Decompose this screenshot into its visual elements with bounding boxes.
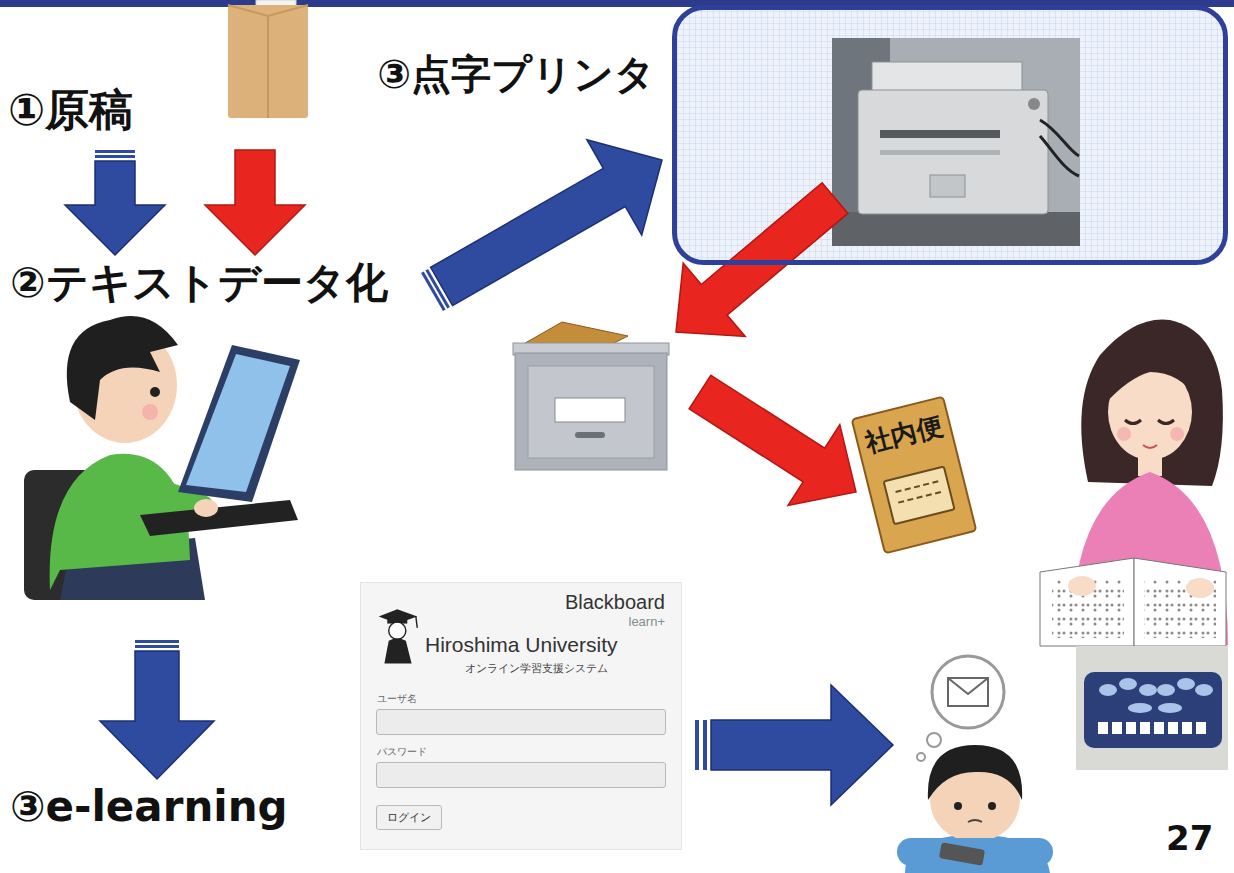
field-label: パスワード [377,746,427,758]
address-label [882,465,955,525]
text-data-step: ②テキストデータ化 [10,258,420,635]
system-name: オンライン学習支援システム [465,663,608,676]
flow-arrow [205,150,305,255]
step-label: ③点字プリンタ [377,50,655,98]
red-arrow-printer-to-cabinet [676,183,848,337]
user-with-phone [897,656,1053,873]
flow-arrow [65,150,165,255]
step-label: ②テキストデータ化 [10,258,388,308]
password-input [376,762,666,788]
address-line [898,491,941,504]
username-input [376,709,666,735]
manuscript-envelope [228,0,308,118]
e-learning-step: ③e-learning [10,782,288,832]
arrow-tail-stripe [95,155,135,158]
woman-reading-braille [1040,319,1228,646]
arrow-tail-stripe [95,150,135,153]
page-number: 27 [1166,820,1213,857]
printer-photo-panel [674,7,1226,263]
mail-cabinet [513,322,669,470]
address-line [895,480,938,493]
braille-printer-box: ③点字プリンタ [672,5,1228,265]
red-arrow-cabinet-to-mail [689,375,856,505]
login-panel: Blackboardlearn+ Hiroshima University オンライ… [360,582,682,850]
logo-text: Blackboard [565,591,665,614]
block-arrow [100,651,214,779]
block-arrow [65,161,165,255]
step-label: ①原稿 [8,84,133,137]
block-arrow [431,140,662,306]
login-button: ログイン [376,805,442,830]
internal-mail-envelope: 社内便 [850,395,977,554]
button-label: ログイン [387,811,431,824]
block-arrow [205,150,305,255]
graduate-logo [373,599,423,671]
arrow-tail-stripe [135,645,179,648]
source-step: ①原稿 [8,0,310,145]
step-label: ③e-learning [10,782,288,832]
braille-display-photo [1076,646,1228,770]
person-typing [24,316,300,600]
field-label: ユーザ名 [377,693,417,705]
envelope-label: 社内便 [856,410,952,460]
logo-subtext: learn+ [629,615,666,630]
flow-arrow [100,640,214,779]
flow-arrow [421,140,662,311]
arrow-tail-stripe [135,640,179,643]
blue-arrow-panel-to-user [695,685,893,805]
university-name: Hiroshima University [425,633,618,657]
